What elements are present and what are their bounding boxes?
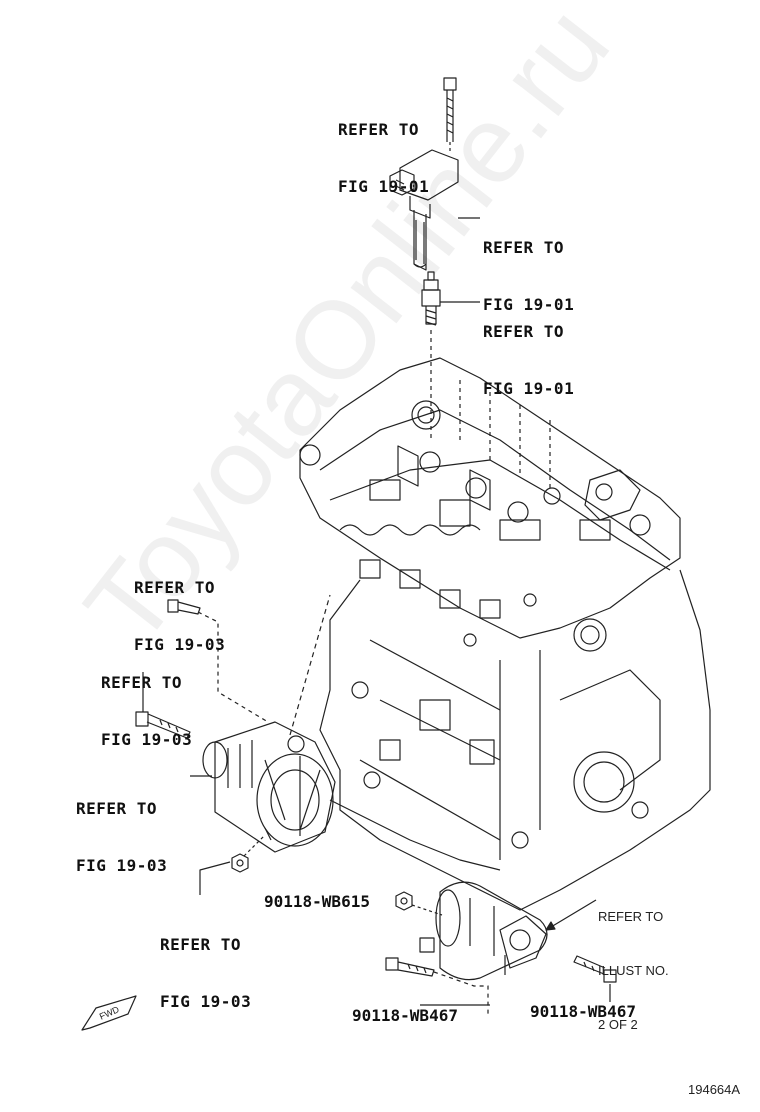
callout-line: REFER TO xyxy=(338,120,420,139)
starter-motor-icon xyxy=(419,881,548,981)
callout-line: REFER TO xyxy=(134,578,216,597)
callout-line: FIG 19-01 xyxy=(483,295,575,314)
engine-block-icon xyxy=(299,357,711,911)
fwd-arrow-icon xyxy=(81,995,137,1031)
callout-alternator-bolt-upper: REFER TO FIG 19-03 xyxy=(134,540,225,692)
starter-nut-icon xyxy=(395,891,413,911)
spark-plug-icon xyxy=(421,271,441,326)
ignition-coil-icon xyxy=(389,149,459,271)
callout-line: FIG 19-03 xyxy=(76,856,168,875)
note-line: 2 OF 2 xyxy=(598,1017,638,1032)
callout-line: FIG 19-03 xyxy=(134,635,226,654)
callout-line: REFER TO xyxy=(483,238,565,257)
callout-line: FIG 19-01 xyxy=(483,379,575,398)
part-number-starter-bolt-right: 90118-WB467 xyxy=(530,1002,636,1021)
part-number-starter-bolt-left: 90118-WB467 xyxy=(352,1006,458,1025)
note-line: ILLUST NO. xyxy=(598,963,669,978)
callout-line: FIG 19-03 xyxy=(160,992,252,1011)
part-number-starter-nut: 90118-WB615 xyxy=(264,892,370,911)
callout-coil-bolt: REFER TO FIG 19-01 xyxy=(338,82,429,234)
alternator-nut-icon xyxy=(231,853,249,873)
callout-line: REFER TO xyxy=(76,799,158,818)
callout-alternator-bolt-lower: REFER TO FIG 19-03 xyxy=(101,635,192,787)
callout-ignition-coil: REFER TO FIG 19-01 xyxy=(483,200,574,352)
alternator-bolt-upper-icon xyxy=(167,599,201,615)
callout-alternator: REFER TO FIG 19-03 xyxy=(76,761,167,913)
alternator-bolt-lower-icon xyxy=(135,711,191,739)
alternator-icon xyxy=(202,721,336,853)
figure-id: 194664A xyxy=(688,1082,741,1097)
coil-bolt-icon xyxy=(443,77,457,142)
callout-line: REFER TO xyxy=(160,935,242,954)
callout-line: REFER TO xyxy=(101,673,183,692)
note-line: REFER TO xyxy=(598,909,664,924)
callout-line: FIG 19-01 xyxy=(338,177,430,196)
callout-line: FIG 19-03 xyxy=(101,730,193,749)
callout-line: REFER TO xyxy=(483,322,565,341)
callout-spark-plug: REFER TO FIG 19-01 xyxy=(483,284,574,436)
starter-bolt-left-icon xyxy=(385,957,435,977)
starter-bolt-right-icon xyxy=(573,955,617,983)
callout-alternator-nut: REFER TO FIG 19-03 xyxy=(160,897,251,1049)
starter-illust-note: REFER TO ILLUST NO. 2 OF 2 xyxy=(598,872,669,1070)
